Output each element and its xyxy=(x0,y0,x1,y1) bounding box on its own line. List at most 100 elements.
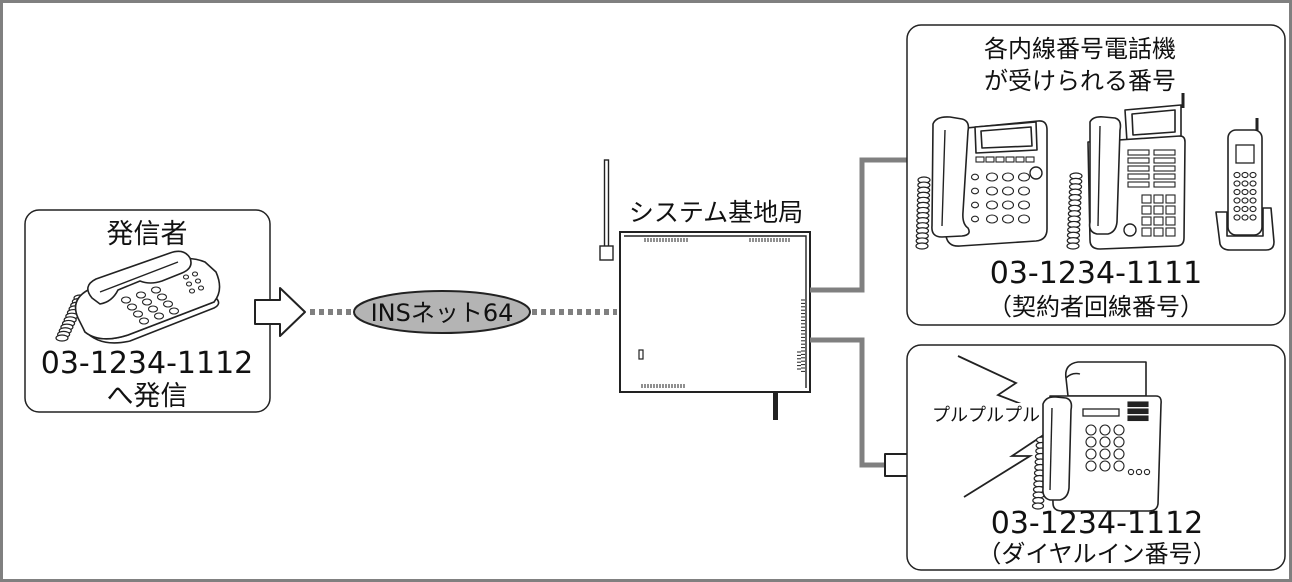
caller-desk-phone-icon xyxy=(55,250,221,344)
ventilation-slots xyxy=(641,238,805,388)
fax-paper-curl xyxy=(1065,372,1081,379)
keypad-key xyxy=(126,303,138,311)
function-key xyxy=(995,156,1005,163)
function-key xyxy=(188,288,196,294)
coiled-cord-loop xyxy=(55,334,69,342)
function-key xyxy=(975,156,985,163)
base-station-label: システム基地局 xyxy=(629,198,803,227)
line-to-extensions xyxy=(810,157,908,293)
handset-highlight xyxy=(941,129,946,227)
function-key xyxy=(191,271,199,277)
function-key xyxy=(985,156,995,163)
coiled-cord-loop xyxy=(1031,502,1045,510)
function-key xyxy=(194,278,202,284)
phone-handset xyxy=(931,116,970,238)
function-key xyxy=(185,281,193,287)
phone-keypad xyxy=(1141,194,1176,237)
small-key xyxy=(1135,468,1143,476)
keypad-key xyxy=(138,317,150,325)
keypad-key xyxy=(1001,172,1015,182)
keypad-key xyxy=(1233,188,1241,196)
small-buttons xyxy=(1127,468,1151,476)
keypad-key xyxy=(1099,448,1111,460)
keypad-key xyxy=(1085,424,1097,436)
function-key xyxy=(1153,181,1176,188)
fax-display-slot xyxy=(1082,408,1120,417)
phone-keypad xyxy=(120,271,205,325)
keypad-key xyxy=(168,307,180,315)
business-key-telephone-icon xyxy=(1066,93,1186,250)
keypad-key xyxy=(1241,197,1249,204)
side-key xyxy=(970,173,980,181)
caller-action: へ発信 xyxy=(107,381,188,412)
function-key xyxy=(1127,415,1149,422)
keypad-key xyxy=(132,310,144,318)
function-key xyxy=(1153,173,1176,180)
base-station-edge xyxy=(624,235,807,388)
function-key xyxy=(1127,181,1150,188)
keypad-key xyxy=(141,298,153,306)
cordless-handset-icon xyxy=(1215,118,1275,251)
fax-paper xyxy=(1064,361,1147,397)
caller-number: 03-1234-1112 xyxy=(41,346,254,381)
side-key xyxy=(970,215,980,223)
function-key xyxy=(1127,401,1149,408)
extensions-number: 03-1234-1111 xyxy=(990,256,1203,291)
coiled-cord-loop xyxy=(1066,242,1080,250)
antenna-icon xyxy=(599,159,614,261)
handset-highlight xyxy=(1097,125,1101,227)
keypad-key xyxy=(1241,180,1249,187)
keypad-key xyxy=(1249,171,1257,179)
lower-antenna-icon xyxy=(773,392,778,420)
phone-keypad xyxy=(1085,424,1125,472)
function-buttons xyxy=(1127,149,1176,188)
phone-handset xyxy=(87,250,192,305)
cordless-display xyxy=(1235,144,1255,164)
keypad-key xyxy=(985,200,999,210)
base-station: システム基地局 xyxy=(599,159,811,420)
keypad-key xyxy=(985,172,999,182)
keypad-key xyxy=(1249,197,1257,204)
caller-panel: 発信者 03-1234-1112 へ発信 xyxy=(24,209,271,413)
keypad-key xyxy=(1099,436,1111,448)
keypad-key xyxy=(1001,214,1015,224)
caller-title: 発信者 xyxy=(107,219,188,250)
keypad-key xyxy=(150,286,162,294)
phone-keypad xyxy=(1233,171,1257,221)
side-key xyxy=(970,201,980,209)
keypad-key xyxy=(1085,460,1097,472)
keypad-key xyxy=(1017,200,1031,210)
keypad-key xyxy=(1141,194,1152,204)
keypad-key xyxy=(1141,216,1152,226)
keypad-key xyxy=(985,186,999,196)
function-key xyxy=(1153,157,1176,164)
keypad-key xyxy=(1017,172,1031,182)
keypad-key xyxy=(1165,205,1176,215)
keypad-key xyxy=(1113,424,1125,436)
keypad-key xyxy=(156,293,168,301)
antenna-rod xyxy=(603,159,610,253)
function-buttons xyxy=(975,156,1035,163)
phone-keypad xyxy=(970,172,1031,224)
keypad-key xyxy=(1001,186,1015,196)
fax-handset xyxy=(1042,396,1073,501)
keypad-key xyxy=(147,305,159,313)
coiled-cord xyxy=(1066,172,1083,250)
function-key xyxy=(1153,149,1176,156)
function-key xyxy=(1005,156,1015,163)
keypad-key xyxy=(1233,214,1241,221)
keypad-key xyxy=(1249,214,1257,221)
keypad-key xyxy=(1113,460,1125,472)
ring-label-backdrop xyxy=(930,403,1044,425)
keypad-key xyxy=(1153,194,1164,204)
outline-arrow-right xyxy=(254,287,306,337)
keypad-key xyxy=(1017,214,1031,224)
ring-sound-label: プルプルプル xyxy=(932,405,1040,426)
coiled-cord-loop xyxy=(915,242,929,250)
phone-display-screen xyxy=(980,126,1033,149)
keypad-key xyxy=(985,214,999,224)
antenna-base xyxy=(599,245,614,261)
keypad-key xyxy=(1241,188,1249,196)
keypad-key xyxy=(1141,227,1152,237)
